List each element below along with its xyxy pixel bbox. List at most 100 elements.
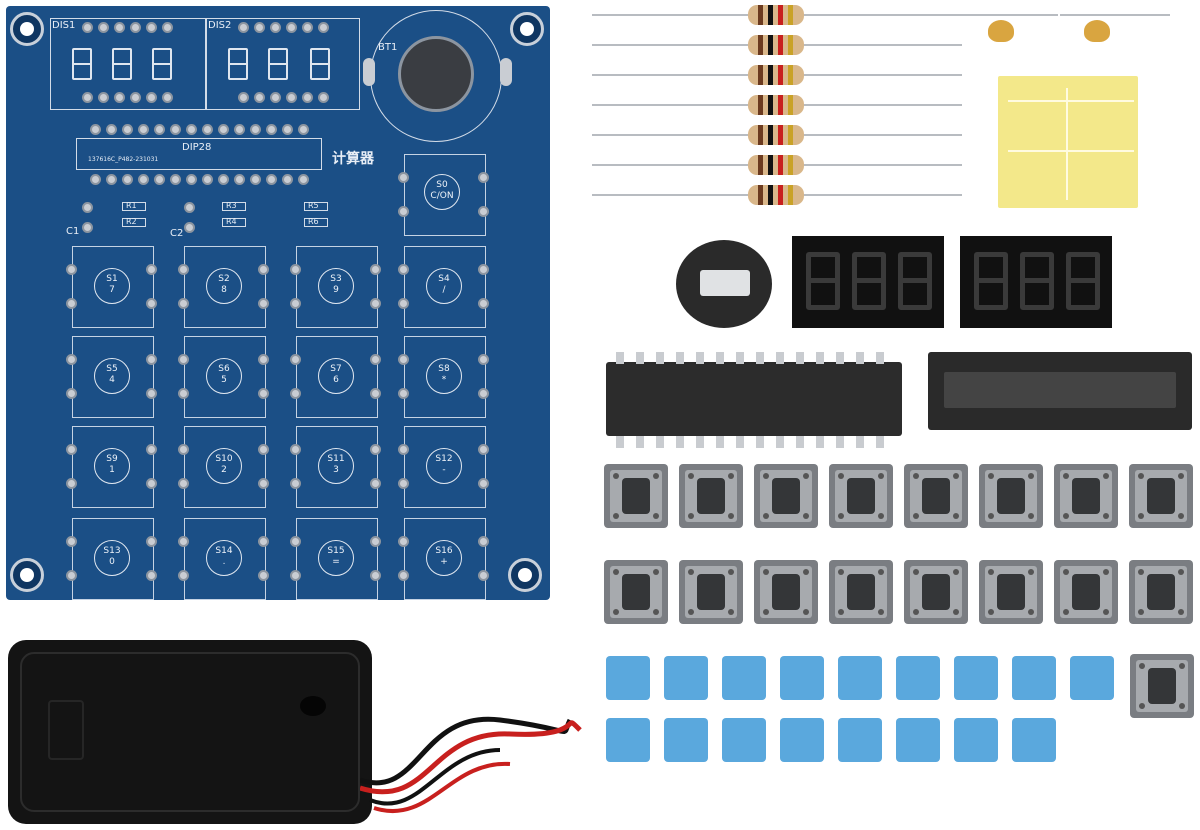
battery-pad (398, 36, 474, 112)
key-id: S0 (436, 180, 448, 190)
key-s4[interactable]: S4/ (426, 268, 462, 304)
pad (186, 124, 197, 135)
pad (478, 388, 489, 399)
switch-button (697, 478, 725, 514)
resistor-band (778, 65, 783, 85)
chip-pin (756, 436, 764, 448)
pad (370, 354, 381, 365)
pad (290, 298, 301, 309)
pad (146, 388, 157, 399)
resistor-band (758, 35, 763, 55)
resistor-band (758, 185, 763, 205)
pad (302, 92, 313, 103)
pad (146, 354, 157, 365)
key-s8[interactable]: S8* (426, 358, 462, 394)
switch-dot (688, 473, 694, 479)
keycap-icon (954, 718, 998, 762)
pad (130, 22, 141, 33)
key-s15[interactable]: S15= (318, 540, 354, 576)
chip-pin (776, 352, 784, 364)
switch-dot (838, 569, 844, 575)
switch-button (1147, 574, 1175, 610)
key-footprint (72, 336, 154, 418)
resistor-band (778, 5, 783, 25)
switch-dot (803, 473, 809, 479)
pad (138, 174, 149, 185)
switch-dot (1179, 663, 1185, 669)
pad (122, 174, 133, 185)
switch-dot (913, 569, 919, 575)
key-label: 1 (109, 465, 115, 475)
pad (286, 22, 297, 33)
pad (282, 174, 293, 185)
display-label-1: DIS1 (52, 20, 76, 31)
key-s14[interactable]: S14. (206, 540, 242, 576)
pad (146, 570, 157, 581)
key-s16[interactable]: S16+ (426, 540, 462, 576)
switch-dot (613, 609, 619, 615)
key-power[interactable]: S0 C/ON (424, 174, 460, 210)
pad (290, 388, 301, 399)
red-wire (373, 761, 511, 814)
key-footprint (184, 336, 266, 418)
pad (250, 124, 261, 135)
keycap-icon (838, 656, 882, 700)
pad (254, 22, 265, 33)
pad (290, 264, 301, 275)
resistor-icon (748, 185, 804, 205)
pad (398, 354, 409, 365)
keycap-icon (780, 656, 824, 700)
pad (258, 536, 269, 547)
pad (258, 478, 269, 489)
pad (266, 124, 277, 135)
keycap-icon (1070, 656, 1114, 700)
key-footprint-power (404, 154, 486, 236)
switch-dot (1028, 569, 1034, 575)
key-footprint (72, 518, 154, 600)
mounting-hole (508, 558, 542, 592)
seven-segment-display-icon (960, 236, 1112, 328)
key-footprint (404, 246, 486, 328)
pad (122, 124, 133, 135)
pad (178, 354, 189, 365)
key-id: S12 (435, 454, 453, 464)
pad (258, 298, 269, 309)
calculator-pcb: DIS1 DIS2 BT1 DIP28 137616C_P482-231031 … (6, 6, 550, 600)
display-digit (974, 252, 1008, 310)
resistor-band (768, 95, 773, 115)
chip-pin (616, 436, 624, 448)
switch-dot (613, 473, 619, 479)
switch-dot (728, 609, 734, 615)
key-label: 4 (109, 375, 115, 385)
key-s12[interactable]: S12- (426, 448, 462, 484)
key-id: S6 (218, 364, 230, 374)
switch-dot (913, 609, 919, 615)
tactile-switch-icon (754, 464, 818, 534)
chip-pin (656, 436, 664, 448)
resistor-footprint (122, 218, 146, 227)
pad (146, 22, 157, 33)
ceramic-capacitor-icon (1084, 20, 1110, 42)
pad (82, 202, 93, 213)
chip-pin (796, 436, 804, 448)
pad (478, 206, 489, 217)
switch-dot (913, 513, 919, 519)
switch-dot (803, 569, 809, 575)
key-label: + (440, 557, 448, 567)
pad (290, 354, 301, 365)
keycap-icon (664, 656, 708, 700)
key-id: S2 (218, 274, 230, 284)
pad (162, 22, 173, 33)
switch-button (847, 574, 875, 610)
tactile-switch-icon (979, 464, 1043, 534)
